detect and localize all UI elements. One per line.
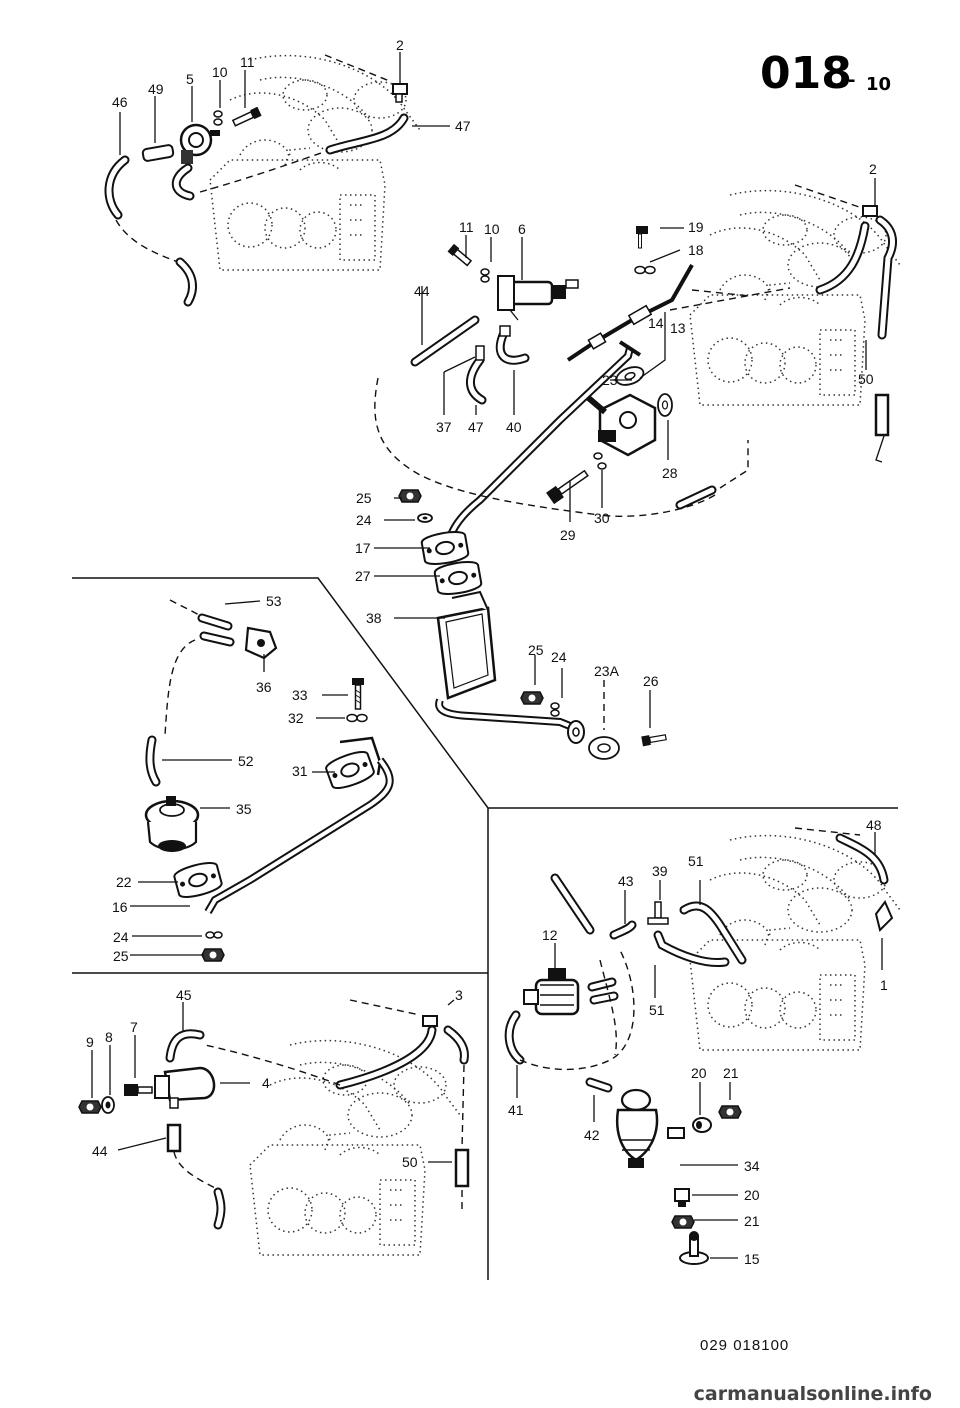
callout-15: 15 <box>744 1251 760 1267</box>
section-d-vacuum-switch <box>78 999 470 1256</box>
callout-42: 42 <box>584 1127 600 1143</box>
callout-40: 40 <box>506 419 522 435</box>
callout-48: 48 <box>866 817 882 833</box>
callout-7: 7 <box>130 1019 138 1035</box>
callout-36: 36 <box>256 679 272 695</box>
callout-33: 33 <box>292 687 308 703</box>
valve-6 <box>497 275 579 321</box>
callout-11: 11 <box>240 54 255 70</box>
callout-27: 27 <box>355 568 371 584</box>
callout-26: 26 <box>643 673 659 689</box>
control-rod-14 <box>566 264 694 362</box>
callout-4: 4 <box>262 1075 270 1091</box>
callout-41: 41 <box>508 1102 524 1118</box>
callout-8: 8 <box>105 1029 113 1045</box>
callout-3: 3 <box>455 987 463 1003</box>
callout-21: 21 <box>723 1065 739 1081</box>
callout-45: 45 <box>176 987 192 1003</box>
solenoid-valve-12 <box>523 968 580 1016</box>
callout-13: 13 <box>670 320 686 336</box>
callout-5: 5 <box>186 71 194 87</box>
engine-outline <box>249 1039 461 1256</box>
valve-36 <box>244 626 278 660</box>
section-c-pressure-converter <box>130 599 394 962</box>
callout-49: 49 <box>148 81 164 97</box>
callout-31: 31 <box>292 763 308 779</box>
callout-6: 6 <box>518 221 526 237</box>
callout-29: 29 <box>560 527 576 543</box>
callout-50: 50 <box>858 371 874 387</box>
callout-12: 12 <box>542 927 558 943</box>
callout-51: 51 <box>688 853 704 869</box>
callout-47: 47 <box>468 419 484 435</box>
callout-32: 32 <box>288 710 304 726</box>
callout-44: 44 <box>414 283 430 299</box>
egr-valve-23 <box>583 392 657 457</box>
callout-37: 37 <box>436 419 452 435</box>
section-cooler <box>374 489 667 760</box>
pressure-regulator-34 <box>616 1088 685 1168</box>
callout-39: 39 <box>652 863 668 879</box>
callout-25: 25 <box>356 490 372 506</box>
callout-24: 24 <box>551 649 567 665</box>
callout-30: 30 <box>594 510 610 526</box>
callout-28: 28 <box>662 465 678 481</box>
callout-51: 51 <box>649 1002 665 1018</box>
callout-44: 44 <box>92 1143 108 1159</box>
callout-25: 25 <box>113 948 129 964</box>
callout-10: 10 <box>484 221 500 237</box>
callout-52: 52 <box>238 753 254 769</box>
callout-53: 53 <box>266 593 282 609</box>
callout-1: 1 <box>880 977 888 993</box>
sheet-number: 10 <box>866 74 891 95</box>
callout-9: 9 <box>86 1034 94 1050</box>
callout-46: 46 <box>112 94 128 110</box>
vacuum-unit-5 <box>179 123 220 164</box>
callout-19: 19 <box>688 219 704 235</box>
callout-14: 14 <box>648 315 664 331</box>
sheet-title: 018 - 10 <box>760 48 891 99</box>
callout-23: 23 <box>602 372 618 388</box>
callout-10: 10 <box>212 64 228 80</box>
callout-50: 50 <box>402 1154 418 1170</box>
callout-21: 21 <box>744 1213 760 1229</box>
pressure-converter-35 <box>144 796 200 852</box>
callout-2: 2 <box>869 161 877 177</box>
callout-2: 2 <box>396 37 404 53</box>
engine-outline <box>689 834 901 1051</box>
section-b-control-valve <box>374 178 901 546</box>
callout-11: 11 <box>459 219 474 235</box>
engine-outline <box>209 54 421 271</box>
callout-17: 17 <box>355 540 371 556</box>
watermark: carmanualsonline.info <box>694 1383 932 1405</box>
callout-34: 34 <box>744 1158 760 1174</box>
title-separator: - <box>848 70 855 91</box>
callout-18: 18 <box>688 242 704 258</box>
callout-20: 20 <box>691 1065 707 1081</box>
section-e-solenoid-valve <box>504 827 901 1265</box>
section-a-vacuum-unit <box>104 52 450 307</box>
section-dividers <box>72 577 898 1280</box>
callout-22: 22 <box>116 874 132 890</box>
callout-35: 35 <box>236 801 252 817</box>
drawing-code: 029 018100 <box>700 1337 789 1354</box>
group-number: 018 <box>760 48 852 99</box>
callout-16: 16 <box>112 899 128 915</box>
callout-24: 24 <box>356 512 372 528</box>
callout-38: 38 <box>366 610 382 626</box>
vacuum-switch-4 <box>154 1066 216 1109</box>
callout-23A: 23A <box>594 663 620 679</box>
callout-43: 43 <box>618 873 634 889</box>
callout-24: 24 <box>113 929 129 945</box>
callout-47: 47 <box>455 118 471 134</box>
cooler-38 <box>436 590 497 700</box>
callout-20: 20 <box>744 1187 760 1203</box>
callout-labels: 1 2 2 3 4 5 6 7 8 9 10 10 11 11 12 13 14… <box>86 37 888 1267</box>
callout-25: 25 <box>528 642 544 658</box>
